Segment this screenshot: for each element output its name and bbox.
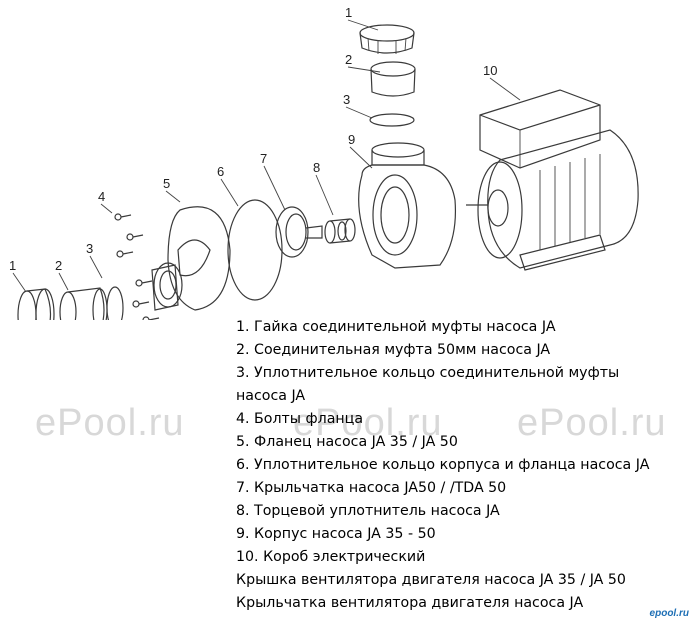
legend-item-4: 4. Болты фланца [236, 411, 364, 427]
watermark-center: ePool.ru [293, 402, 443, 444]
pump-housing [358, 142, 457, 269]
electric-motor [466, 89, 639, 271]
callout-1-left: 1 [9, 258, 16, 273]
callout-10: 10 [483, 63, 497, 78]
legend-item-10: 10. Короб электрический [236, 549, 426, 565]
callout-1-top: 1 [345, 5, 352, 20]
callout-9: 9 [348, 132, 355, 147]
watermark-left: ePool.ru [35, 402, 185, 444]
legend-item-7: 7. Крыльчатка насоса JA50 / /TDA 50 [236, 480, 507, 496]
impeller [275, 206, 323, 258]
leader-lines [12, 19, 521, 293]
callout-6: 6 [217, 164, 224, 179]
union-coupling-top [370, 61, 416, 97]
callout-4: 4 [98, 189, 105, 204]
legend-item-fan-impeller: Крыльчатка вентилятора двигателя насоса … [236, 595, 584, 611]
watermark-right: ePool.ru [517, 402, 667, 444]
callout-5: 5 [163, 176, 170, 191]
legend-item-6: 6. Уплотнительное кольцо корпуса и фланц… [236, 457, 650, 473]
legend-item-5: 5. Фланец насоса JA 35 / JA 50 [236, 434, 458, 450]
cooling-fins [539, 154, 601, 250]
pump-flange [151, 206, 231, 311]
callout-2-top: 2 [345, 52, 352, 67]
callout-7: 7 [260, 151, 267, 166]
callout-8: 8 [313, 160, 320, 175]
legend-item-fan-cover: Крышка вентилятора двигателя насоса JA 3… [236, 572, 626, 588]
legend-item-1: 1. Гайка соединительной муфты насоса JA [236, 319, 556, 335]
callout-3-top: 3 [343, 92, 350, 107]
union-nut-top [359, 24, 415, 54]
legend-item-8: 8. Торцевой уплотнитель насоса JA [236, 503, 500, 519]
flange-bolts [114, 213, 160, 320]
union-nut-left [17, 288, 55, 320]
legend-item-2: 2. Соединительная муфта 50мм насоса JA [236, 342, 551, 358]
site-logo: epool.ru [649, 608, 689, 619]
exploded-pump-diagram: 1 2 3 9 10 7 8 6 5 4 1 2 3 [9, 5, 639, 320]
legend-item-9: 9. Корпус насоса JA 35 - 50 [236, 526, 436, 542]
callout-2-left: 2 [55, 258, 62, 273]
union-coupling-left [59, 287, 108, 320]
o-ring-top [369, 113, 415, 127]
o-ring-left [106, 286, 124, 320]
legend-item-3: 3. Уплотнительное кольцо соединительной … [236, 365, 620, 404]
housing-o-ring [227, 199, 283, 301]
callout-3-left: 3 [86, 241, 93, 256]
mechanical-seal [324, 218, 356, 244]
parts-legend: 1. Гайка соединительной муфты насоса JA … [236, 316, 676, 615]
